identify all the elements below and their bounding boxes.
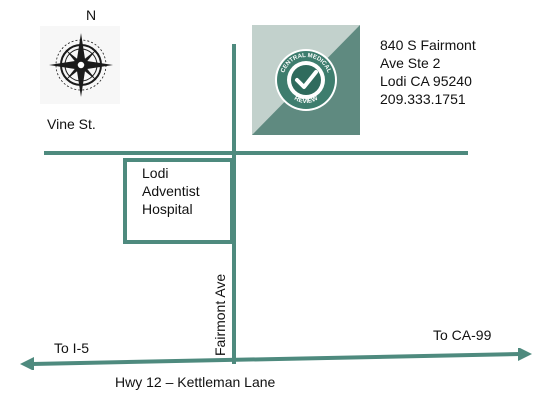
hospital-label-line-1: Lodi (142, 165, 169, 181)
phone-number: 209.333.1751 (380, 91, 466, 107)
hospital-building (123, 158, 234, 244)
hospital-label-line-3: Hospital (142, 201, 193, 217)
to-ca99-label: To CA-99 (433, 327, 492, 343)
address-block: 840 S Fairmont Ave Ste 2 Lodi CA 95240 2… (380, 36, 476, 108)
west-arrowhead-icon (20, 357, 34, 371)
svg-text:REVIEW: REVIEW (293, 94, 320, 105)
to-i5-label: To I-5 (54, 340, 90, 356)
east-arrowhead-icon (518, 347, 532, 361)
badge-bottom-text: REVIEW (293, 94, 320, 105)
hospital-label-line-2: Adventist (142, 183, 200, 199)
hospital-label: Lodi Adventist Hospital (142, 164, 200, 218)
vine-street-road (44, 151, 468, 155)
highway-12-label: Hwy 12 – Kettleman Lane (115, 374, 276, 390)
highway-12-road (20, 347, 534, 371)
central-medical-review-logo: CENTRAL MEDICAL REVIEW (252, 25, 360, 135)
address-line-1: 840 S Fairmont (380, 37, 476, 53)
fairmont-ave-label: Fairmont Ave (212, 273, 228, 356)
north-label: N (86, 7, 97, 23)
address-line-2: Ave Ste 2 (380, 55, 441, 71)
compass-rose-icon (40, 26, 120, 104)
address-line-3: Lodi CA 95240 (380, 73, 472, 89)
fairmont-ave-road (232, 44, 236, 364)
vine-street-label: Vine St. (47, 116, 96, 132)
